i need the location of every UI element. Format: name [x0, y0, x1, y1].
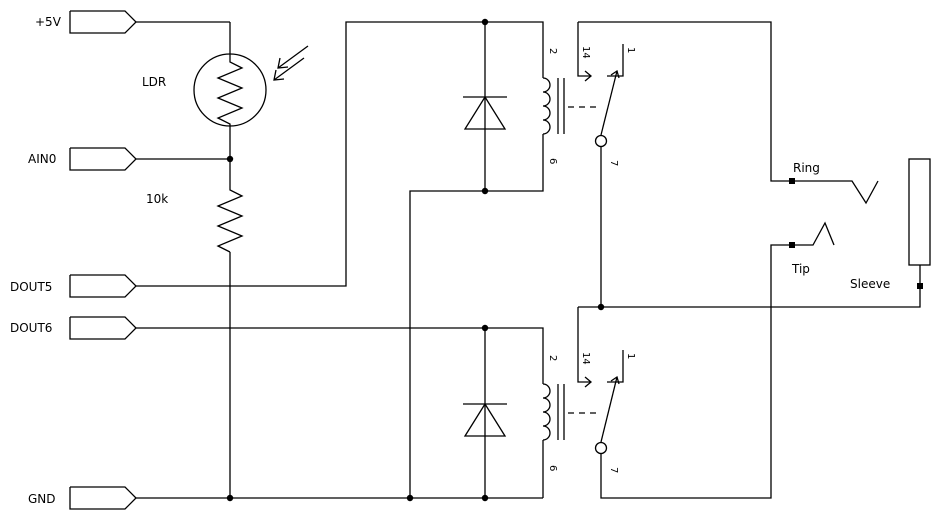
port-ain0: AIN0: [28, 147, 137, 171]
wire-common-bus: [578, 286, 921, 308]
lower-pin-7: 7: [608, 467, 619, 473]
ldr-divider: LDR 10k: [136, 21, 309, 498]
tip-terminal: [789, 242, 795, 248]
lower-pin-1: 1: [625, 353, 636, 359]
jack-plug: Ring Tip Sleeve: [789, 158, 931, 291]
sleeve-label: Sleeve: [850, 277, 890, 291]
relay-upper: 2 6 14 1 7: [463, 18, 636, 307]
lower-pin-6: 6: [547, 465, 558, 471]
wire-dout5: [136, 21, 485, 287]
ldr-body: [193, 53, 267, 127]
tip-contact: [795, 221, 835, 246]
port-dout5: DOUT5: [10, 274, 137, 298]
relay-lower: 2 6 14 1 7: [463, 244, 792, 499]
upper-pin-2: 2: [547, 48, 558, 54]
port-vcc-label: +5V: [35, 15, 62, 29]
port-dout6: DOUT6: [10, 316, 137, 340]
coil-upper: [542, 77, 551, 135]
port-gnd: GND: [28, 486, 137, 510]
port-vcc: +5V: [35, 10, 137, 34]
junction-gnd-ldr: [226, 494, 234, 502]
ldr-resistor-zigzag: [216, 56, 244, 126]
port-dout5-label: DOUT5: [10, 280, 52, 294]
wire-upper-coil-return: [409, 190, 485, 498]
sleeve-terminal: [917, 283, 923, 289]
upper-pin-6: 6: [547, 158, 558, 164]
ring-terminal: [789, 178, 795, 184]
diode-lower: [463, 402, 507, 437]
lower-pin-2: 2: [547, 355, 558, 361]
contact-no-arrow-icon: [584, 376, 593, 388]
wire-ring: [578, 21, 792, 182]
diode-upper: [463, 95, 507, 130]
resistor-10k: [216, 186, 244, 253]
switch-common-upper: [594, 134, 608, 148]
junction-common: [597, 303, 605, 311]
port-ain0-label: AIN0: [28, 152, 56, 166]
ring-label: Ring: [793, 161, 820, 175]
tip-label: Tip: [791, 262, 810, 276]
sleeve-body: [908, 158, 931, 266]
upper-pin-7: 7: [608, 160, 619, 166]
light-arrows-icon: [273, 45, 309, 81]
lower-pin-14: 14: [580, 352, 591, 365]
coil-lower: [542, 383, 551, 441]
upper-pin-1: 1: [625, 47, 636, 53]
port-gnd-label: GND: [28, 492, 56, 506]
resistor-value-label: 10k: [146, 192, 168, 206]
port-dout6-label: DOUT6: [10, 321, 52, 335]
ldr-label: LDR: [142, 75, 166, 89]
switch-common-lower: [594, 441, 608, 455]
ring-contact: [795, 180, 879, 205]
contact-no-arrow-icon: [584, 70, 593, 82]
upper-pin-14: 14: [580, 46, 591, 59]
junction-ain0: [226, 155, 234, 163]
